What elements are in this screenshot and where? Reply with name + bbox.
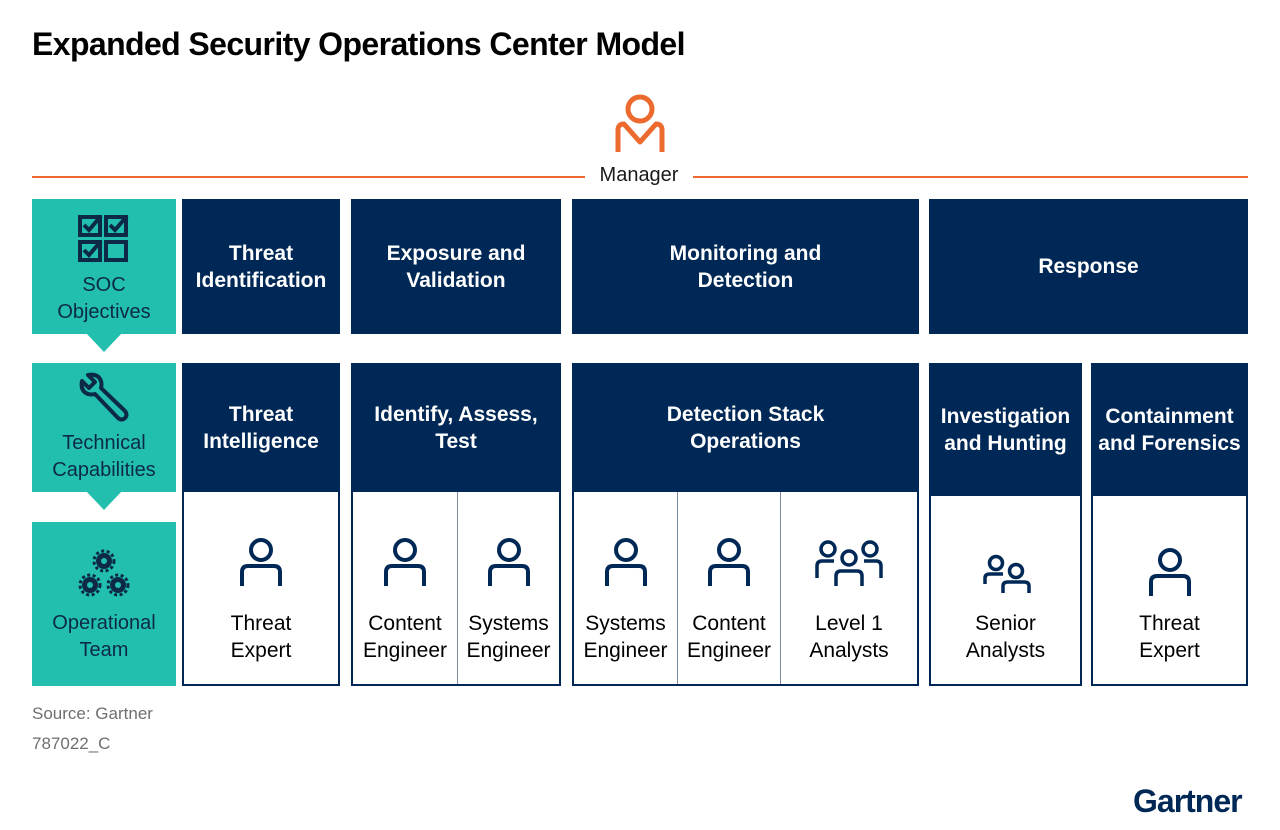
role-label: Content Engineer <box>686 612 772 662</box>
role-cell: Senior Analysts <box>931 496 1080 684</box>
figure-id: 787022_C <box>32 734 111 753</box>
pair-icon <box>982 554 1031 593</box>
person-icon <box>240 538 282 586</box>
capability-detection-stack-operations: Detection Stack Operations <box>572 363 919 492</box>
capability-label: Containment and Forensics <box>1098 404 1241 455</box>
role-label: Threat Expert <box>1139 612 1200 662</box>
objective-response: Response <box>929 199 1248 334</box>
team-investigation-hunting: Senior Analysts <box>929 496 1082 686</box>
role-cell: Level 1 Analysts <box>780 492 917 684</box>
person-icon <box>384 538 426 586</box>
objective-exposure-validation: Exposure and Validation <box>351 199 561 334</box>
role-cell: Threat Expert <box>184 492 338 684</box>
manager-divider-right <box>693 176 1248 178</box>
role-cell: Systems Engineer <box>457 492 559 684</box>
manager-label: Manager <box>599 164 679 186</box>
person-icon <box>708 538 750 586</box>
manager-divider-left <box>32 176 585 178</box>
capability-containment-forensics: Containment and Forensics <box>1091 363 1248 496</box>
team-identify-assess-test: Content Engineer Systems Engineer <box>351 492 561 686</box>
role-label: Threat Expert <box>230 612 292 662</box>
objective-label: Monitoring and Detection <box>669 241 822 292</box>
role-label: Level 1 Analysts <box>809 612 889 662</box>
row-label-text: Technical Capabilities <box>52 432 156 481</box>
capability-label: Investigation and Hunting <box>940 404 1071 455</box>
source-note: Source: Gartner <box>32 704 153 723</box>
row-label-soc-objectives: SOC Objectives <box>32 199 176 352</box>
down-arrow <box>87 334 121 352</box>
gartner-logo: Gartner <box>1133 783 1243 819</box>
capability-identify-assess-test: Identify, Assess, Test <box>351 363 561 492</box>
row-label-operational-team: Operational Team <box>32 522 176 686</box>
role-cell: Threat Expert <box>1093 496 1246 684</box>
team-containment-forensics: Threat Expert <box>1091 496 1248 686</box>
row-label-text: SOC Objectives <box>57 274 151 323</box>
down-arrow <box>87 492 121 510</box>
wrench-icon <box>79 372 129 422</box>
objective-label: Exposure and Validation <box>386 241 526 292</box>
role-label: Senior Analysts <box>965 612 1046 662</box>
objective-label: Threat Identification <box>195 241 327 292</box>
row-label-text: Operational Team <box>52 612 156 661</box>
group-icon <box>815 540 883 586</box>
capability-label: Detection Stack Operations <box>666 402 825 453</box>
manager-icon <box>615 94 665 152</box>
objective-threat-identification: Threat Identification <box>182 199 340 334</box>
objective-monitoring-detection: Monitoring and Detection <box>572 199 919 334</box>
capability-label: Identify, Assess, Test <box>374 402 538 453</box>
capability-label: Threat Intelligence <box>203 402 319 453</box>
role-label: Content Engineer <box>362 612 448 662</box>
row-label-technical-capabilities: Technical Capabilities <box>32 363 176 510</box>
gears-icon <box>78 549 130 597</box>
capability-threat-intelligence: Threat Intelligence <box>182 363 340 492</box>
team-threat-intelligence: Threat Expert <box>182 492 340 686</box>
role-label: Systems Engineer <box>466 612 551 662</box>
person-icon <box>487 538 530 586</box>
person-icon <box>1148 548 1191 596</box>
person-icon <box>604 538 647 586</box>
checklist-icon <box>78 214 129 262</box>
team-detection-stack-operations: Systems Engineer Content Engineer Level … <box>572 492 919 686</box>
role-label: Systems Engineer <box>583 612 668 662</box>
objective-label: Response <box>1038 255 1139 278</box>
role-cell: Content Engineer <box>677 492 780 684</box>
page-title: Expanded Security Operations Center Mode… <box>32 26 685 62</box>
capability-investigation-hunting: Investigation and Hunting <box>929 363 1082 496</box>
role-cell: Content Engineer <box>353 492 457 684</box>
role-cell: Systems Engineer <box>574 492 677 684</box>
